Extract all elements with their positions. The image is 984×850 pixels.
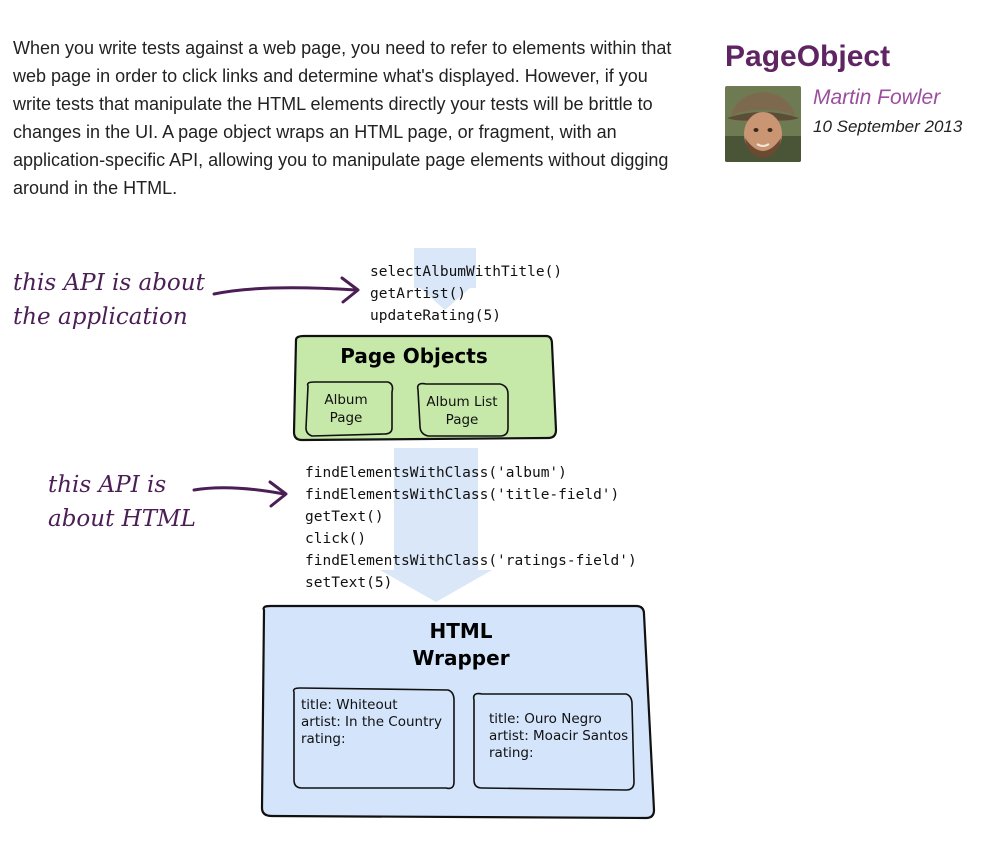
flow-arrow-top (414, 248, 476, 310)
album-card-whiteout (292, 687, 455, 790)
app-annotation-arrowhead (340, 276, 360, 304)
page-title: PageObject (725, 40, 891, 73)
album-page-label: Album (324, 392, 367, 408)
card-field: rating: (301, 731, 346, 747)
album-list-page-box (416, 382, 509, 437)
publish-date: 10 September 2013 (813, 117, 963, 136)
app-annotation-arrow (212, 286, 358, 296)
album-page-label: Page (330, 410, 363, 426)
page-object-diagram: this API is about the application select… (0, 230, 690, 835)
card-field: title: Ouro Negro (489, 711, 602, 727)
html-api-call: click() (305, 531, 366, 547)
html-annotation-arrow (192, 486, 286, 496)
album-list-page-label: Page (446, 412, 479, 428)
album-page-box (305, 381, 394, 437)
app-api-call: updateRating(5) (370, 308, 501, 324)
author-avatar[interactable] (725, 86, 801, 162)
album-list-page-label: Album List (426, 394, 497, 410)
page-objects-title: Page Objects (340, 344, 488, 368)
html-annotation-line1: this API is (48, 472, 166, 498)
app-annotation-line1: this API is about (13, 270, 206, 296)
author-block: Martin Fowler 10 September 2013 (725, 86, 980, 166)
html-api-call: getText() (305, 509, 384, 525)
card-field: artist: Moacir Santos (489, 728, 628, 744)
html-annotation-line2: about HTML (48, 506, 196, 532)
html-api-call: setText(5) (305, 575, 392, 591)
author-name-link[interactable]: Martin Fowler (813, 86, 941, 109)
html-api-call: findElementsWithClass('ratings-field') (305, 553, 637, 569)
card-field: title: Whiteout (301, 697, 398, 713)
html-wrapper-title: HTML (429, 619, 492, 643)
html-wrapper-title: Wrapper (412, 646, 509, 670)
app-api-call: selectAlbumWithTitle() (370, 264, 562, 280)
diagram-svg: this API is about the application select… (13, 248, 656, 820)
flow-arrow-bottom (380, 448, 492, 602)
html-annotation-arrowhead (268, 480, 288, 508)
app-api-call: getArtist() (370, 286, 466, 302)
album-card-ouro-negro (472, 692, 635, 791)
intro-paragraph: When you write tests against a web page,… (13, 38, 672, 198)
card-field: rating: (489, 745, 534, 761)
html-api-call: findElementsWithClass('album') (305, 465, 567, 481)
html-api-call: findElementsWithClass('title-field') (305, 487, 619, 503)
article-sidebar: PageObject Martin Fowler 10 September 20… (725, 40, 980, 166)
card-field: artist: In the Country (301, 714, 442, 730)
app-annotation-line2: the application (13, 304, 188, 330)
